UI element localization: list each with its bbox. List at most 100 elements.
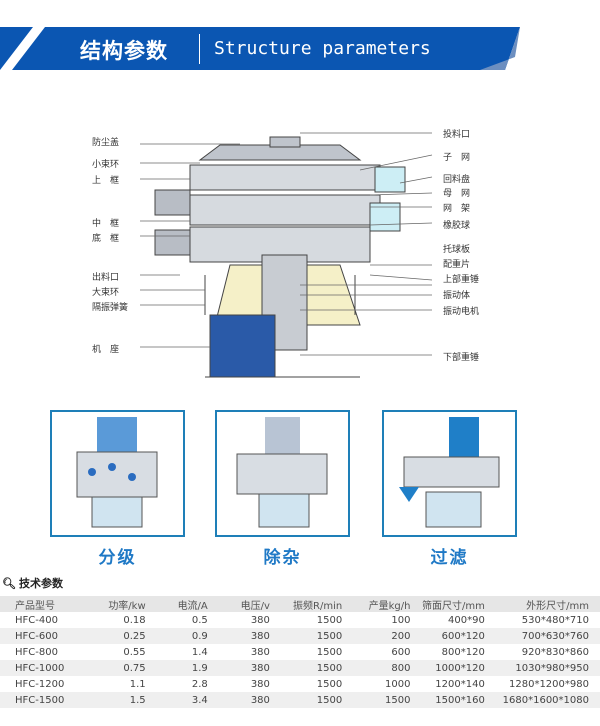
- table-cell: 功率/kw: [91, 596, 146, 612]
- table-cell: 1500: [316, 614, 343, 626]
- label-middle-frame: 中 框: [92, 219, 120, 229]
- specs-title: 🔍︎技术参数: [2, 577, 63, 590]
- table-cell: 1500: [316, 646, 343, 658]
- table-cell: HFC-800: [15, 646, 58, 658]
- table-cell: HFC-1200: [15, 678, 65, 690]
- label-mother-mesh: 母 网: [443, 189, 471, 199]
- table-cell: 电流/A: [145, 596, 208, 612]
- table-row: HFC-800 0.55 1.4 380 1500 600 800*120 920*830*8…: [0, 644, 600, 660]
- search-icon: 🔍︎: [2, 577, 16, 590]
- table-cell: 1200*140: [435, 678, 485, 690]
- structure-diagram: [140, 132, 433, 378]
- label-base: 机 座: [92, 345, 120, 355]
- table-cell: 1500: [269, 660, 343, 676]
- label-rubber-ball: 橡胶球: [443, 221, 471, 231]
- table-cell: 700*630*760: [484, 628, 600, 644]
- table-cell: 0.25: [91, 628, 146, 644]
- table-cell: 外形尺寸/mm: [484, 596, 600, 612]
- table-cell: 920*830*860: [521, 646, 589, 658]
- panel-filtration: [382, 410, 517, 537]
- table-cell: 产量kg/h: [342, 596, 411, 612]
- table-cell: 400*90: [448, 614, 485, 626]
- table-cell: HFC-1500: [0, 692, 92, 708]
- label-lower-weight: 下部重锤: [443, 353, 480, 363]
- label-dust-cover: 防尘盖: [92, 138, 120, 148]
- table-cell: 1.9: [145, 660, 208, 676]
- table-cell: 1280*1200*980: [509, 678, 589, 690]
- label-bottom-frame: 底 框: [92, 234, 120, 244]
- label-upper-frame: 上 框: [92, 176, 120, 186]
- label-return-tray: 回料盘: [443, 175, 471, 185]
- table-cell: 0.18: [123, 614, 146, 626]
- table-cell: 0.5: [191, 614, 208, 626]
- table-row: HFC-1200 1.1 2.8 380 1500 1000 1200*140 1280*12…: [0, 676, 600, 692]
- caption-grading: 分级: [98, 548, 137, 568]
- table-cell: 1500: [316, 678, 343, 690]
- table-cell: 800*120: [441, 646, 485, 658]
- table-cell: 100: [391, 614, 411, 626]
- table-cell: 1500: [269, 692, 343, 708]
- label-vibrating-body: 振动体: [443, 291, 471, 301]
- banner-title-en: Structure parameters: [214, 38, 431, 59]
- table-cell: 380: [250, 646, 270, 658]
- label-counterweight: 配重片: [443, 260, 471, 270]
- panel-grading: [50, 410, 185, 537]
- label-mesh-frame: 网 架: [443, 204, 471, 214]
- table-cell: 0.9: [145, 628, 208, 644]
- label-spring: 隔振弹簧: [92, 303, 129, 313]
- banner-shape: [0, 27, 520, 70]
- table-cell: 800: [342, 660, 411, 676]
- table-cell: 380: [207, 660, 270, 676]
- label-sub-mesh: 子 网: [443, 153, 471, 163]
- table-cell: 1.5: [91, 692, 146, 708]
- table-cell: 380: [250, 614, 270, 626]
- table-cell: 振频R/min: [269, 596, 343, 612]
- table-cell: 2.8: [191, 678, 208, 690]
- label-vibration-motor: 振动电机: [443, 307, 480, 317]
- table-cell: HFC-400: [15, 614, 58, 626]
- table-cell: 1030*980*950: [484, 660, 600, 676]
- banner-divider: [199, 34, 200, 64]
- table-cell: 600: [391, 646, 411, 658]
- table-cell: 1.1: [129, 678, 146, 690]
- caption-impurity-removal: 除杂: [263, 548, 302, 568]
- table-cell: 0.55: [123, 646, 146, 658]
- panel-impurity-removal: [215, 410, 350, 537]
- label-outlet: 出料口: [92, 273, 120, 283]
- table-cell: 380: [207, 692, 270, 708]
- banner-title-cn: 结构参数: [80, 39, 168, 63]
- section-banner: [0, 27, 600, 70]
- table-cell: 3.4: [145, 692, 208, 708]
- table-cell: 电压/v: [207, 596, 270, 612]
- table-row: HFC-400 0.18 0.5 380 1500 100 400*90 530*480*71…: [0, 612, 600, 628]
- table-cell: 530*480*710: [521, 614, 589, 626]
- table-cell: 1500: [269, 628, 343, 644]
- table-cell: HFC-1000: [0, 660, 92, 676]
- label-upper-weight: 上部重锤: [443, 275, 480, 285]
- table-cell: 0.75: [91, 660, 146, 676]
- caption-filtration: 过滤: [430, 548, 469, 568]
- table-cell: 1500: [342, 692, 411, 708]
- table-cell: 380: [250, 678, 270, 690]
- label-big-clamp: 大束环: [92, 288, 120, 298]
- table-cell: 1.4: [191, 646, 208, 658]
- table-cell: 1500*160: [410, 692, 485, 708]
- table-cell: 200: [342, 628, 411, 644]
- table-cell: 600*120: [410, 628, 485, 644]
- table-cell: HFC-600: [0, 628, 92, 644]
- label-inlet: 投料口: [443, 130, 471, 140]
- table-cell: 1000*120: [410, 660, 485, 676]
- label-small-clamp: 小束环: [92, 160, 120, 170]
- label-ball-plate: 托球板: [443, 245, 471, 255]
- table-cell: 筛面尺寸/mm: [410, 596, 485, 612]
- table-cell: 380: [207, 628, 270, 644]
- diagram-labels: 防尘盖 小束环 上 框 中 框 底 框 出料口 大束环 隔振弹簧 机 座 投料口…: [0, 115, 600, 390]
- table-cell: 1680*1600*1080: [484, 692, 600, 708]
- table-cell: 产品型号: [0, 596, 92, 612]
- table-cell: 1000: [385, 678, 411, 690]
